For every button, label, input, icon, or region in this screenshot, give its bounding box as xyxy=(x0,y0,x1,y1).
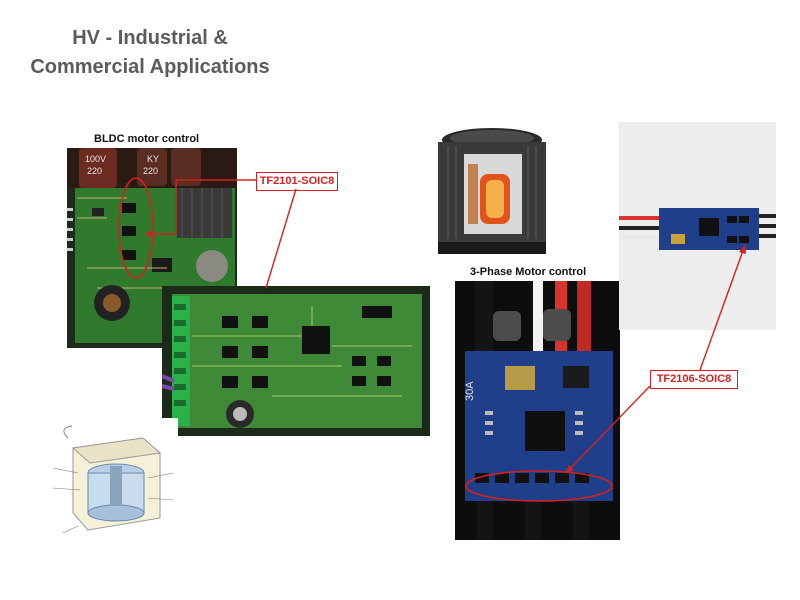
slide-title: HV - Industrial & Commercial Application… xyxy=(0,24,300,82)
slide-title-line1: HV - Industrial & xyxy=(72,27,228,49)
air-conditioner-photo xyxy=(428,124,556,262)
cap-right-text2: 220 xyxy=(143,166,158,176)
small-esc-photo xyxy=(619,122,776,330)
cap-left-text2: 220 xyxy=(87,166,102,176)
caption-3phase-motor-control: 3-Phase Motor control xyxy=(470,266,587,278)
washing-machine-illustration xyxy=(48,418,178,536)
callout-tf2101-soic8: TF2101-SOIC8 xyxy=(256,172,338,191)
callout-tf2106-soic8: TF2106-SOIC8 xyxy=(650,370,738,389)
small-esc-graphic xyxy=(619,122,776,330)
washing-machine-graphic xyxy=(48,418,178,536)
esc-board-graphic: 30A xyxy=(455,281,620,540)
cap-left-text: 100V xyxy=(85,154,106,164)
esc-label-text: 30A xyxy=(464,381,476,401)
air-conditioner-graphic xyxy=(428,124,556,262)
controller-board-photo xyxy=(162,286,430,436)
esc-board-photo: 30A xyxy=(455,281,620,540)
slide-title-line2: Commercial Applications xyxy=(30,56,270,78)
cap-right-text: KY xyxy=(147,154,159,164)
controller-board-graphic xyxy=(162,286,430,436)
leader-line-tf2101-board xyxy=(265,188,297,289)
caption-bldc-motor-control: BLDC motor control xyxy=(94,133,200,145)
